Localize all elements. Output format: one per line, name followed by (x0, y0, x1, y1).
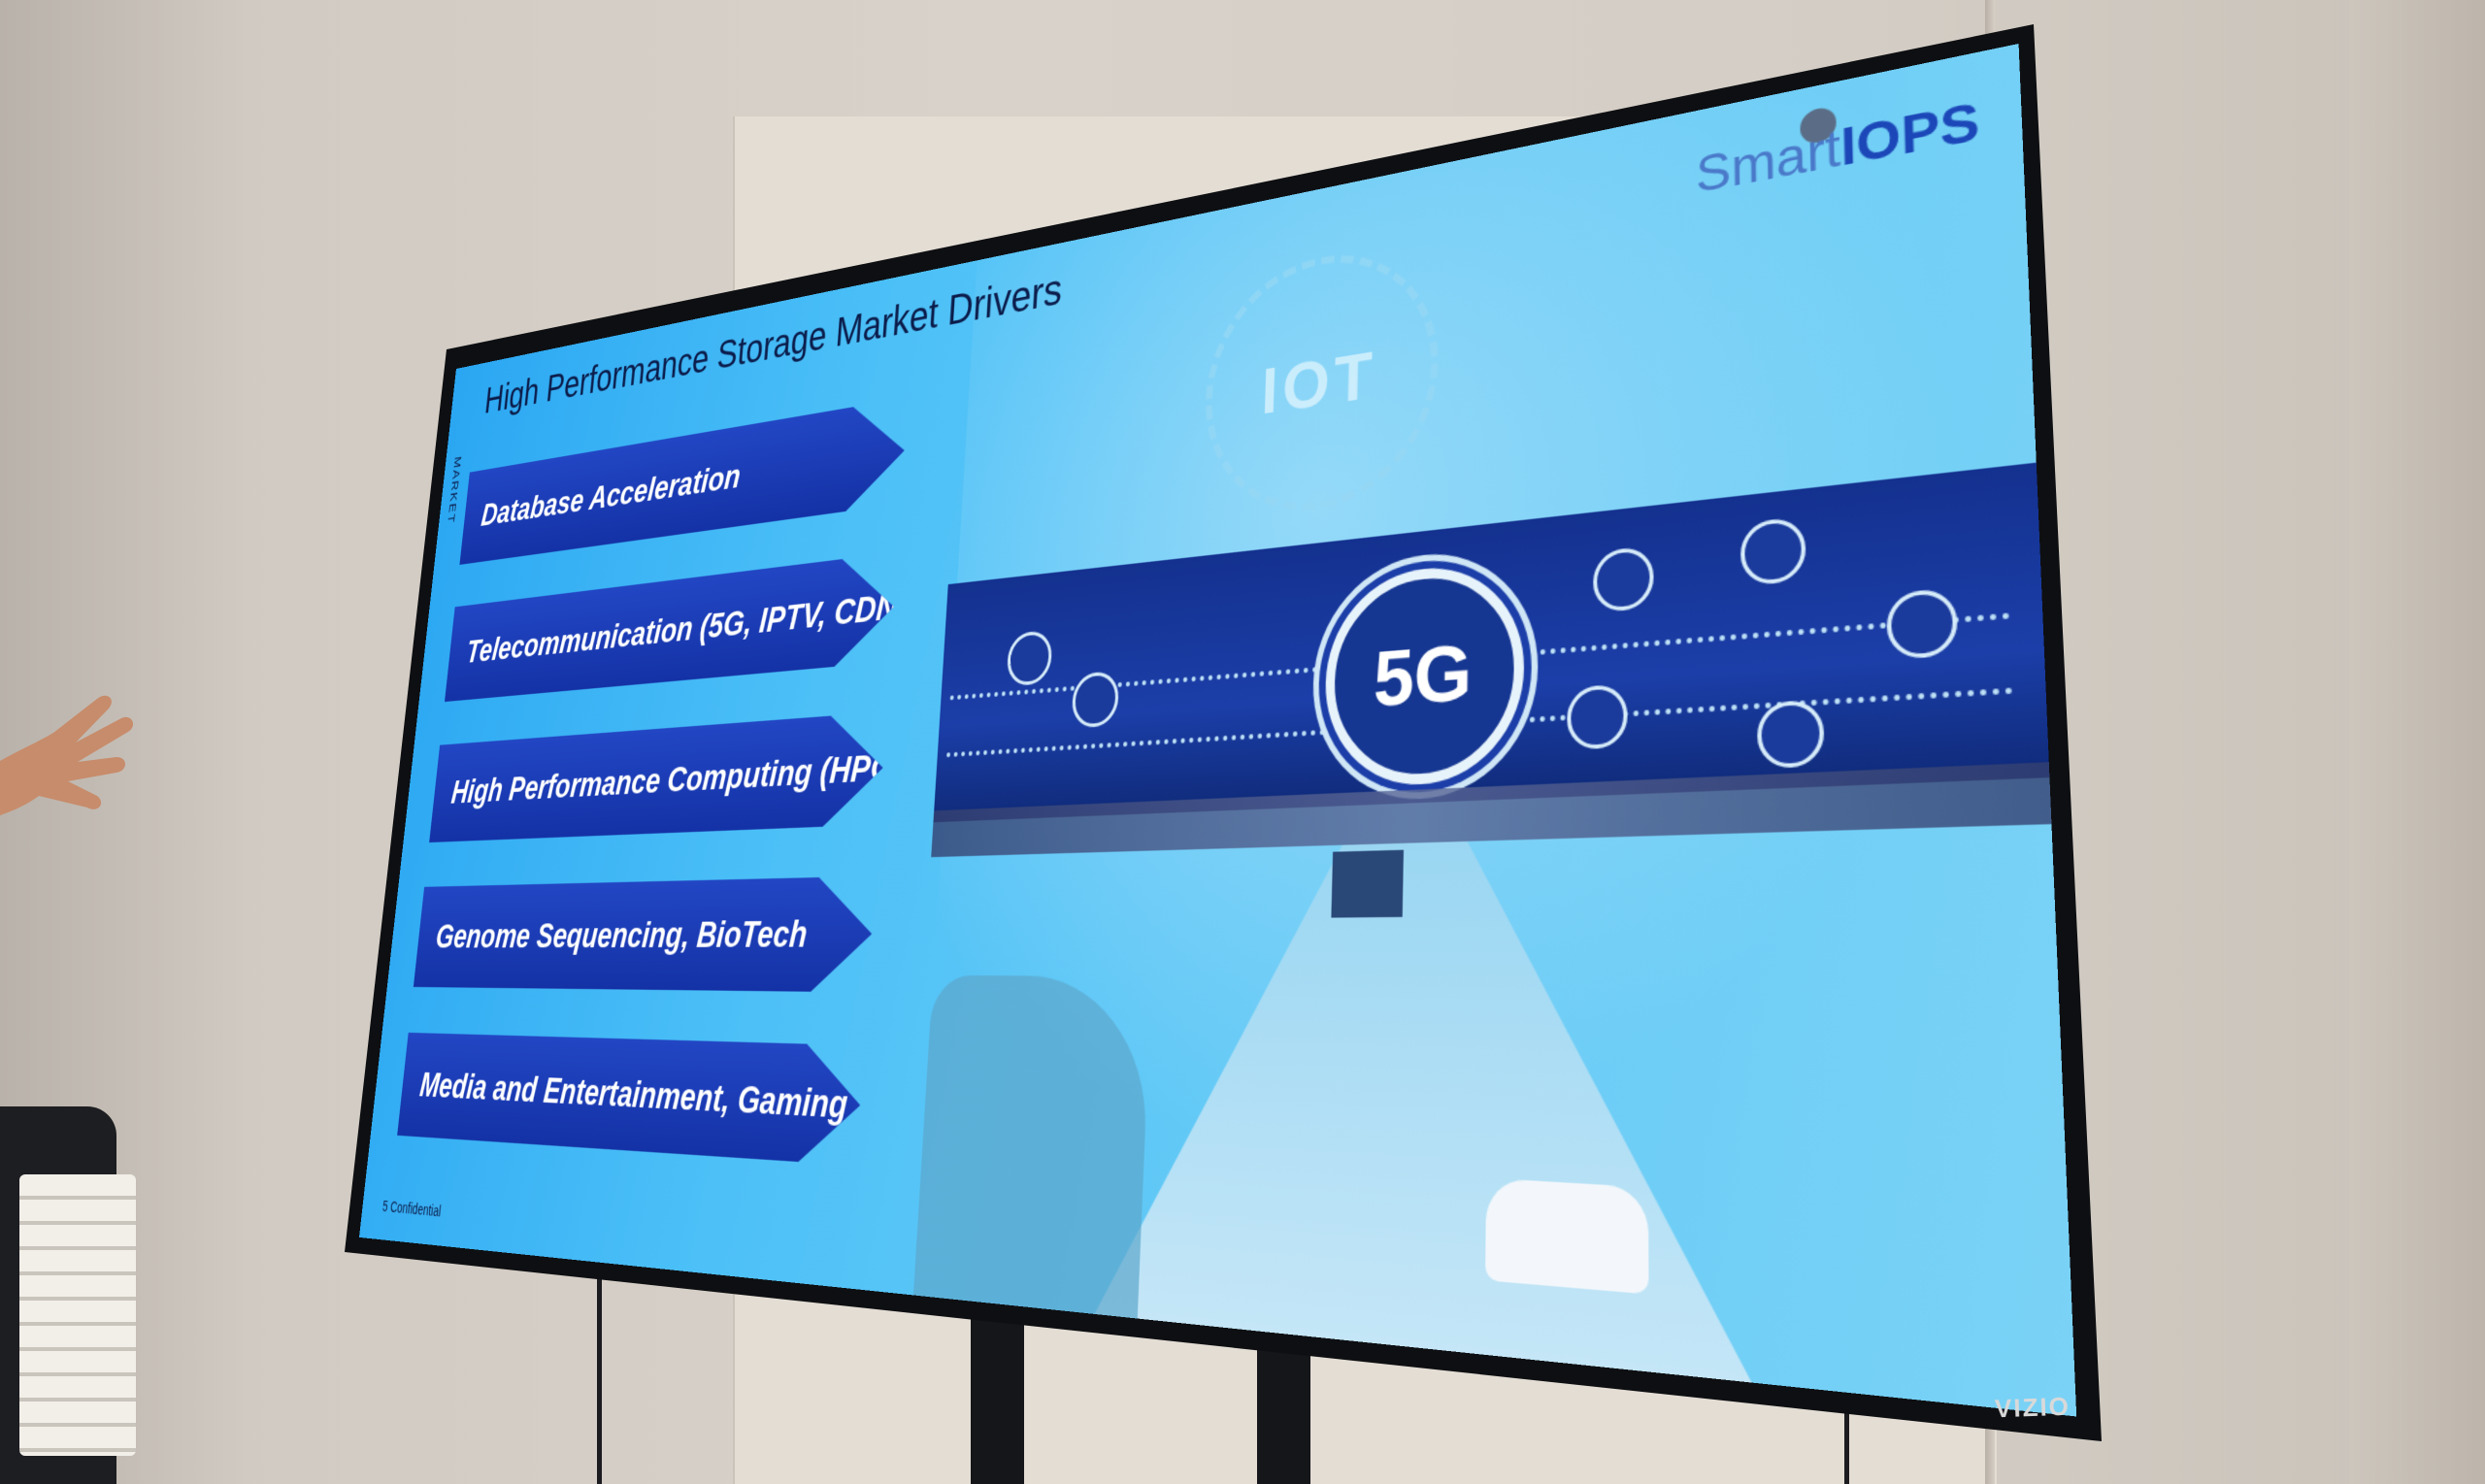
driver-label: Media and Entertainment, Gaming (417, 1064, 849, 1127)
driver-label: Telecommunication (5G, IPTV, CDN) (464, 583, 910, 671)
driver-arrow: High Performance Computing (HPC) (429, 711, 886, 842)
driver-label: High Performance Computing (HPC) (449, 744, 904, 811)
5g-label: 5G (1373, 626, 1474, 724)
slide-footer: 5 Confidential (381, 1197, 443, 1220)
truck-image (1331, 849, 1404, 918)
driver-label: Genome Sequencing, BioTech (434, 911, 810, 956)
driver-arrow: Database Acceleration (459, 398, 908, 565)
driver-arrow: Media and Entertainment, Gaming (397, 1033, 864, 1166)
driver-label: Database Acceleration (480, 455, 743, 534)
tv-cable (597, 1262, 602, 1484)
slide-side-tag: MARKET (445, 455, 464, 526)
presenter-hand (0, 695, 134, 816)
dashboard-image (912, 974, 1152, 1319)
driver-arrow: Telecommunication (5G, IPTV, CDN) (445, 552, 898, 702)
car-image (1485, 1177, 1649, 1295)
wall-right (2349, 0, 2485, 1484)
tv-brand-logo: VIZIO (1994, 1391, 2071, 1424)
driver-arrow: Genome Sequencing, BioTech (414, 876, 876, 993)
cup-stack (19, 1174, 136, 1456)
iot-label: IOT (1260, 334, 1378, 428)
